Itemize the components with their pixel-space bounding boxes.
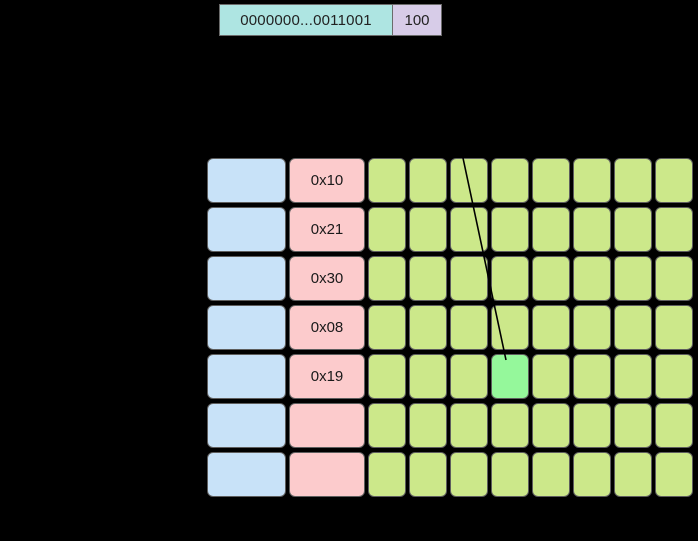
cache-line-row: 0x30 (207, 256, 696, 301)
data-cell (573, 403, 611, 448)
data-cell (368, 452, 406, 497)
valid-bit-cell (207, 403, 286, 448)
data-cell (532, 305, 570, 350)
data-cell (368, 305, 406, 350)
data-cell (450, 256, 488, 301)
data-cell (573, 305, 611, 350)
data-cell (573, 256, 611, 301)
data-cell (532, 207, 570, 252)
tag-cell: 0x08 (289, 305, 365, 350)
valid-bit-cell (207, 452, 286, 497)
tag-cell (289, 452, 365, 497)
address-offset-field: 100 (393, 4, 442, 36)
data-cell (491, 403, 529, 448)
data-cell (655, 207, 693, 252)
data-cell (491, 256, 529, 301)
data-cell (368, 158, 406, 203)
data-cell (409, 256, 447, 301)
data-cell (614, 207, 652, 252)
data-cell (655, 256, 693, 301)
data-cell (450, 305, 488, 350)
tag-cell: 0x30 (289, 256, 365, 301)
data-cell (573, 158, 611, 203)
valid-bit-cell (207, 256, 286, 301)
data-cell (450, 158, 488, 203)
data-cell (532, 403, 570, 448)
data-cell (409, 207, 447, 252)
address-bar: 0000000...0011001 100 (219, 4, 442, 36)
data-cell (368, 354, 406, 399)
data-cell (655, 305, 693, 350)
cache-line-row: 0x21 (207, 207, 696, 252)
data-cell (409, 452, 447, 497)
data-cell (655, 354, 693, 399)
tag-cell: 0x10 (289, 158, 365, 203)
data-cell (655, 452, 693, 497)
data-cell (614, 256, 652, 301)
data-cell (614, 452, 652, 497)
data-cell (409, 403, 447, 448)
valid-bit-cell (207, 207, 286, 252)
data-cell (491, 305, 529, 350)
tag-cell (289, 403, 365, 448)
data-cell (450, 354, 488, 399)
data-cell (614, 403, 652, 448)
data-cell (614, 354, 652, 399)
data-cell (409, 158, 447, 203)
data-cell (409, 305, 447, 350)
data-cell-selected (491, 354, 529, 399)
cache-line-row: 0x08 (207, 305, 696, 350)
data-cell (491, 452, 529, 497)
data-cell (368, 256, 406, 301)
data-cell (573, 452, 611, 497)
data-cell (450, 452, 488, 497)
data-cell (491, 207, 529, 252)
data-cell (573, 207, 611, 252)
valid-bit-cell (207, 305, 286, 350)
cache-line-row (207, 403, 696, 448)
address-tag-field: 0000000...0011001 (219, 4, 393, 36)
data-cell (655, 158, 693, 203)
data-cell (614, 305, 652, 350)
data-cell (368, 207, 406, 252)
cache-line-row (207, 452, 696, 497)
data-cell (532, 256, 570, 301)
valid-bit-cell (207, 354, 286, 399)
data-cell (491, 158, 529, 203)
data-cell (450, 403, 488, 448)
data-cell (368, 403, 406, 448)
valid-bit-cell (207, 158, 286, 203)
tag-cell: 0x19 (289, 354, 365, 399)
data-cell (614, 158, 652, 203)
data-cell (450, 207, 488, 252)
data-cell (573, 354, 611, 399)
data-cell (532, 452, 570, 497)
data-cell (532, 158, 570, 203)
tag-cell: 0x21 (289, 207, 365, 252)
data-cell (655, 403, 693, 448)
data-cell (409, 354, 447, 399)
data-cell (532, 354, 570, 399)
cache-line-row: 0x10 (207, 158, 696, 203)
cache-line-row: 0x19 (207, 354, 696, 399)
